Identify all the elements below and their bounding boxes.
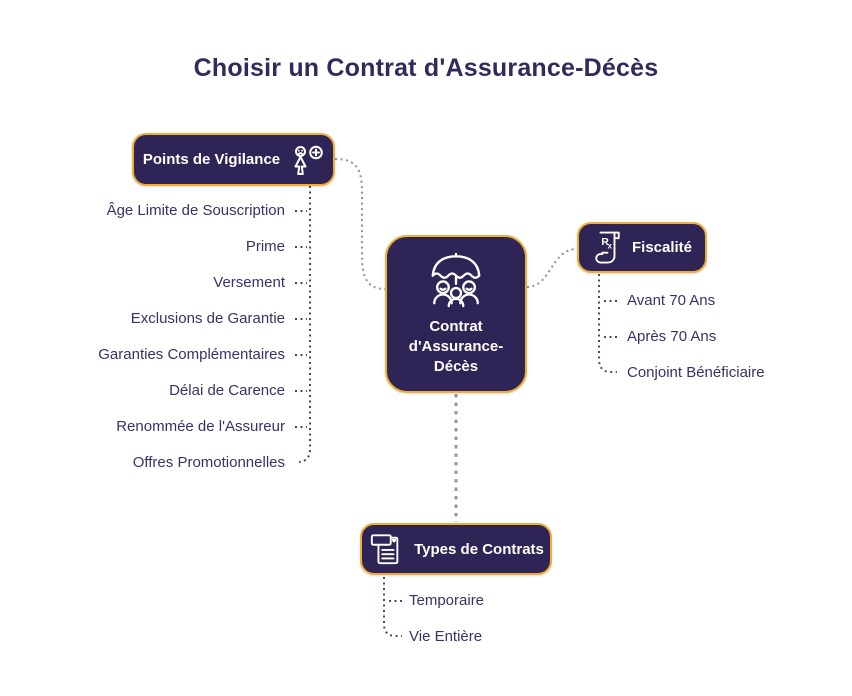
connector-vigilance-to-center [334,158,386,290]
page-title: Choisir un Contrat d'Assurance-Décès [193,54,659,82]
list-item-types: Temporaire [409,592,485,609]
person-alert-icon [294,145,323,175]
list-item-fiscalite: Avant 70 Ans [627,292,716,309]
node-points-de-vigilance[interactable]: Points de Vigilance [132,133,335,186]
node-fiscalite[interactable]: R x Fiscalité [577,222,707,273]
node-types-de-contrats-label: Types de Contrats [414,540,544,558]
node-contrat-assurance-deces-label: Contrat d'Assurance-Décès [408,318,504,375]
connector-types-spine [383,577,402,637]
list-item-vigilance: Renommée de l'Assureur [116,418,285,435]
connector-vigilance-spine [298,186,311,463]
list-item-vigilance: Âge Limite de Souscription [106,202,285,219]
list-item-vigilance: Délai de Carence [169,382,285,399]
list-item-vigilance: Exclusions de Garantie [130,310,285,327]
list-item-vigilance: Offres Promotionnelles [132,454,285,471]
list-item-fiscalite: Conjoint Bénéficiaire [627,364,765,381]
list-item-vigilance: Garanties Complémentaires [98,346,285,363]
connector-center-to-fiscalite [526,248,578,288]
prescription-scroll-icon: R x [595,231,620,264]
node-types-de-contrats[interactable]: Types de Contrats [360,523,552,575]
list-item-vigilance: Versement [213,274,285,291]
list-item-types: Vie Entière [409,628,483,645]
connector-fiscalite-spine [598,274,617,373]
list-item-vigilance: Prime [245,238,285,255]
family-umbrella-icon [431,253,481,308]
contract-document-icon [371,534,399,565]
node-contrat-assurance-deces[interactable]: Contrat d'Assurance-Décès [385,235,527,393]
list-item-fiscalite: Après 70 Ans [627,328,717,345]
node-fiscalite-label: Fiscalité [631,239,693,256]
svg-text:R: R [601,237,609,248]
svg-text:x: x [607,241,612,250]
node-points-de-vigilance-label: Points de Vigilance [142,151,281,168]
